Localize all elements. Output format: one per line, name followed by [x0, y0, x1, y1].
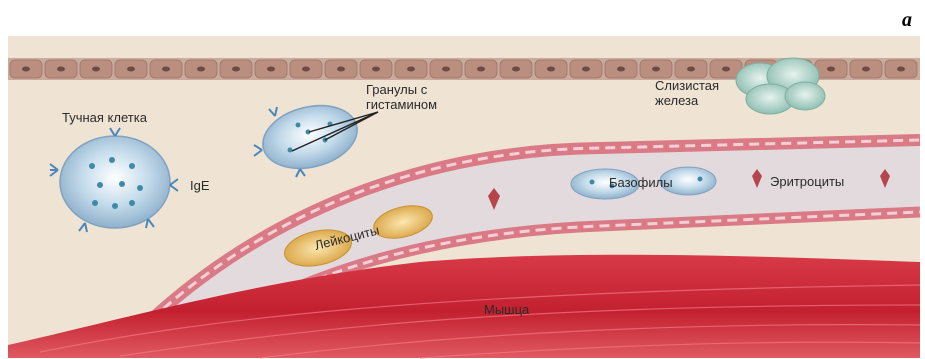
epithelial-nucleus	[302, 67, 310, 72]
epithelial-nucleus	[617, 67, 625, 72]
epithelial-nucleus	[372, 67, 380, 72]
epithelial-nucleus	[722, 67, 730, 72]
epithelial-nucleus	[862, 67, 870, 72]
panel-letter: a	[902, 9, 912, 31]
epithelial-nucleus	[57, 67, 65, 72]
epithelial-nucleus	[162, 67, 170, 72]
epithelial-nucleus	[127, 67, 135, 72]
ige-label: IgE	[190, 178, 210, 193]
epithelial-nucleus	[92, 67, 100, 72]
epithelial-nucleus	[337, 67, 345, 72]
epithelial-nucleus	[267, 67, 275, 72]
muscle-label: Мышца	[484, 302, 530, 317]
epithelial-nucleus	[442, 67, 450, 72]
epithelial-nucleus	[652, 67, 660, 72]
epithelial-nucleus	[897, 67, 905, 72]
epithelial-nucleus	[232, 67, 240, 72]
mucous-gland	[736, 58, 825, 114]
erythrocytes-label: Эритроциты	[770, 174, 844, 189]
basophils-label: Базофилы	[609, 175, 673, 190]
epithelial-nucleus	[22, 67, 30, 72]
epithelial-nucleus	[197, 67, 205, 72]
epithelial-nucleus	[547, 67, 555, 72]
epithelial-nucleus	[512, 67, 520, 72]
epithelial-nucleus	[687, 67, 695, 72]
epithelial-nucleus	[407, 67, 415, 72]
epithelial-nucleus	[827, 67, 835, 72]
epithelial-nucleus	[477, 67, 485, 72]
epithelial-nucleus	[582, 67, 590, 72]
mast-cell-label: Тучная клетка	[62, 110, 148, 125]
